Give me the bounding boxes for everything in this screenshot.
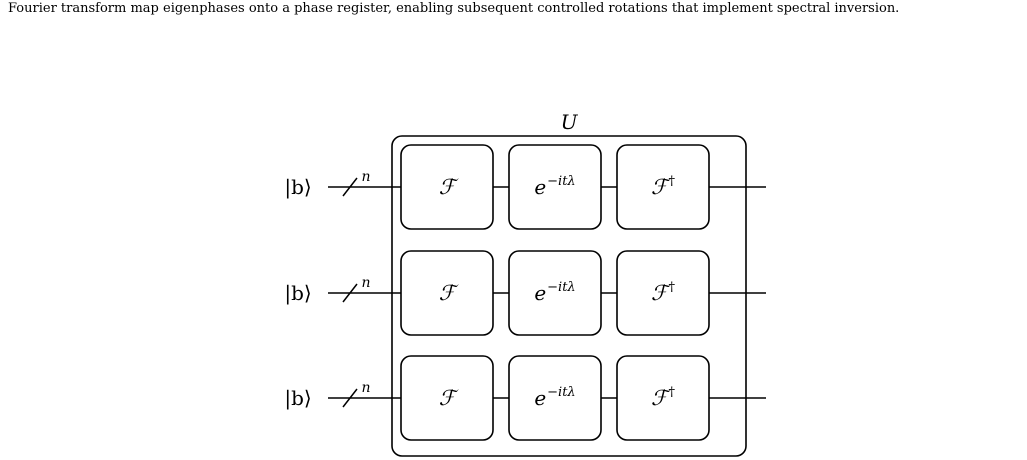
- gate-label: ℱ: [439, 281, 459, 305]
- gate-label: e−itλ: [534, 385, 575, 410]
- unitary-label: U: [561, 110, 579, 134]
- register-width-label: n: [361, 169, 370, 185]
- register-slash: [342, 388, 358, 408]
- register-width-label: n: [361, 380, 370, 396]
- register-width-label: n: [361, 275, 370, 291]
- gate-label: e−itλ: [534, 280, 575, 305]
- input-ket-label: |b⟩: [284, 386, 311, 411]
- gate-label: ℱ: [439, 386, 459, 410]
- register-slash: [342, 177, 358, 197]
- input-ket-label: |b⟩: [284, 281, 311, 306]
- gate-label: ℱ†: [651, 280, 676, 305]
- gate-label: ℱ†: [651, 385, 676, 410]
- input-ket-label: |b⟩: [284, 175, 311, 200]
- figure-caption: Fourier transform map eigenphases onto a…: [8, 1, 900, 16]
- gate-label: e−itλ: [534, 174, 575, 199]
- gate-label: ℱ†: [651, 174, 676, 199]
- register-slash: [342, 283, 358, 303]
- unitary-outer-box: [391, 135, 747, 457]
- gate-label: ℱ: [439, 175, 459, 199]
